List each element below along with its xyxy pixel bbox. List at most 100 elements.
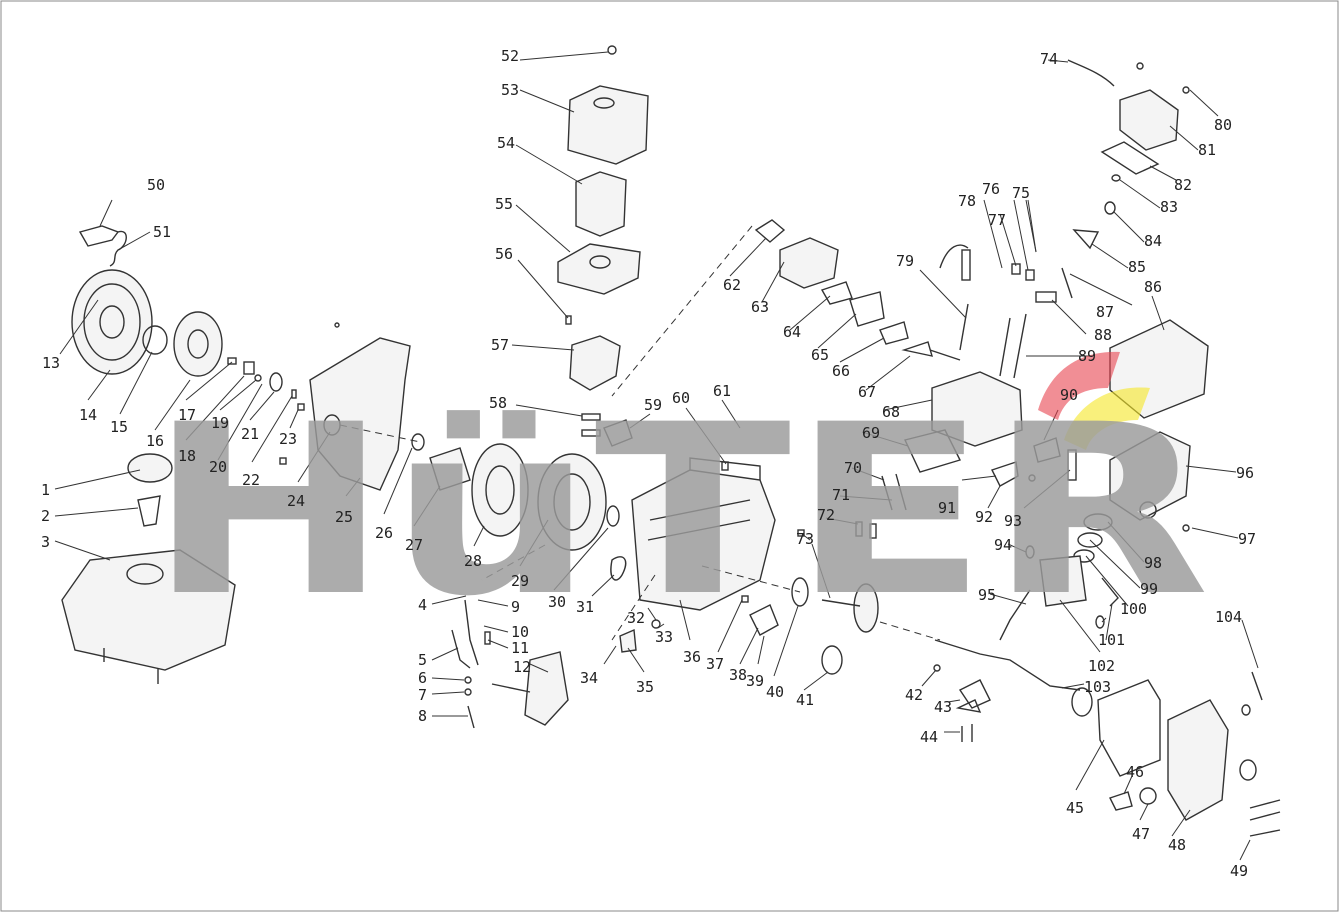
- part-label-27: 27: [405, 536, 423, 554]
- part-label-39: 39: [746, 672, 764, 690]
- part-label-3: 3: [41, 533, 50, 551]
- part-label-85: 85: [1128, 258, 1146, 276]
- part-label-43: 43: [934, 698, 952, 716]
- part-label-91: 91: [938, 499, 956, 517]
- part-label-68: 68: [882, 403, 900, 421]
- part-label-40: 40: [766, 683, 784, 701]
- part-label-90: 90: [1060, 386, 1078, 404]
- part-label-95: 95: [978, 586, 996, 604]
- alignment-lines: [339, 225, 941, 641]
- part-label-12: 12: [513, 658, 531, 676]
- part-label-67: 67: [858, 383, 876, 401]
- part-label-50: 50: [147, 176, 165, 194]
- part-label-83: 83: [1160, 198, 1178, 216]
- part-label-97: 97: [1238, 530, 1256, 548]
- part-label-38: 38: [729, 666, 747, 684]
- part-label-55: 55: [495, 195, 513, 213]
- part-label-11: 11: [511, 639, 529, 657]
- part-label-72: 72: [817, 506, 835, 524]
- part-label-20: 20: [209, 458, 227, 476]
- recoil-starter-group: [71, 225, 305, 465]
- part-label-89: 89: [1078, 347, 1096, 365]
- part-label-87: 87: [1096, 303, 1114, 321]
- part-label-104: 104: [1215, 608, 1242, 626]
- part-label-60: 60: [672, 389, 690, 407]
- part-label-1: 1: [41, 481, 50, 499]
- part-label-101: 101: [1098, 631, 1125, 649]
- brand-watermark: HüTER: [148, 351, 1210, 648]
- part-label-66: 66: [832, 362, 850, 380]
- part-label-15: 15: [110, 418, 128, 436]
- part-label-18: 18: [178, 447, 196, 465]
- part-label-53: 53: [501, 81, 519, 99]
- fan-shroud: [309, 322, 411, 491]
- part-label-13: 13: [42, 354, 60, 372]
- part-label-21: 21: [241, 425, 259, 443]
- part-label-58: 58: [489, 394, 507, 412]
- part-label-30: 30: [548, 593, 566, 611]
- part-label-31: 31: [576, 598, 594, 616]
- part-label-23: 23: [279, 430, 297, 448]
- part-label-46: 46: [1126, 763, 1144, 781]
- part-label-36: 36: [683, 648, 701, 666]
- part-label-84: 84: [1144, 232, 1162, 250]
- part-label-82: 82: [1174, 176, 1192, 194]
- part-label-4: 4: [418, 596, 427, 614]
- part-label-44: 44: [920, 728, 938, 746]
- part-label-29: 29: [511, 572, 529, 590]
- part-number-labels: 1 2 3 4 5 6 7 8 9 10 11 12 13 14 15 16 1…: [41, 47, 1256, 880]
- part-label-52: 52: [501, 47, 519, 65]
- part-label-77: 77: [988, 211, 1006, 229]
- part-label-14: 14: [79, 406, 97, 424]
- part-label-61: 61: [713, 382, 731, 400]
- part-label-75: 75: [1012, 184, 1030, 202]
- part-label-96: 96: [1236, 464, 1254, 482]
- carburetor-group: [754, 219, 933, 357]
- governor-group: [451, 599, 637, 729]
- part-label-71: 71: [832, 486, 850, 504]
- part-label-24: 24: [287, 492, 305, 510]
- part-label-59: 59: [644, 396, 662, 414]
- part-label-22: 22: [242, 471, 260, 489]
- part-label-28: 28: [464, 552, 482, 570]
- part-label-76: 76: [982, 180, 1000, 198]
- fuel-tank: [61, 453, 236, 684]
- part-label-57: 57: [491, 336, 509, 354]
- part-label-32: 32: [627, 609, 645, 627]
- part-label-56: 56: [495, 245, 513, 263]
- part-label-88: 88: [1094, 326, 1112, 344]
- part-label-62: 62: [723, 276, 741, 294]
- part-label-9: 9: [511, 598, 520, 616]
- part-label-100: 100: [1120, 600, 1147, 618]
- watermark-accent-red: [1038, 351, 1120, 420]
- part-label-99: 99: [1140, 580, 1158, 598]
- part-label-70: 70: [844, 459, 862, 477]
- part-label-37: 37: [706, 655, 724, 673]
- part-label-51: 51: [153, 223, 171, 241]
- part-label-65: 65: [811, 346, 829, 364]
- part-label-26: 26: [375, 524, 393, 542]
- part-label-69: 69: [862, 424, 880, 442]
- part-label-79: 79: [896, 252, 914, 270]
- part-label-16: 16: [146, 432, 164, 450]
- part-label-93: 93: [1004, 512, 1022, 530]
- part-label-49: 49: [1230, 862, 1248, 880]
- muffler-group: [1067, 59, 1209, 532]
- part-label-7: 7: [418, 686, 427, 704]
- part-label-92: 92: [975, 508, 993, 526]
- part-label-8: 8: [418, 707, 427, 725]
- part-label-64: 64: [783, 323, 801, 341]
- part-label-78: 78: [958, 192, 976, 210]
- part-label-42: 42: [905, 686, 923, 704]
- part-label-2: 2: [41, 507, 50, 525]
- part-label-17: 17: [178, 406, 196, 424]
- part-label-47: 47: [1132, 825, 1150, 843]
- air-cleaner-group: [557, 45, 649, 447]
- part-label-34: 34: [580, 669, 598, 687]
- piston-group: [1025, 513, 1119, 629]
- part-label-63: 63: [751, 298, 769, 316]
- watermark-accent-yellow: [1064, 387, 1150, 450]
- crankcase-cover: [1097, 671, 1281, 837]
